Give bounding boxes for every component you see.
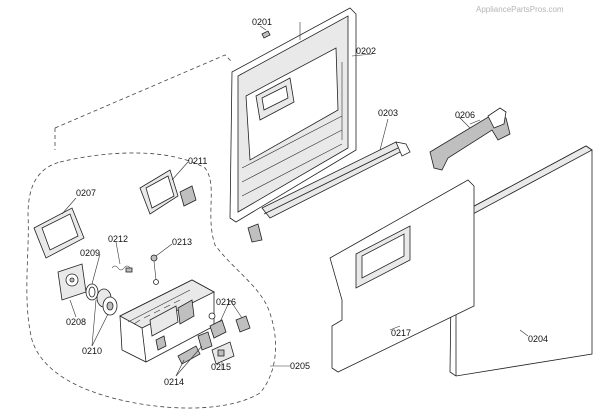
- label-0202: 0202: [356, 46, 376, 56]
- label-0216: 0216: [216, 297, 236, 307]
- label-0203: 0203: [378, 108, 398, 118]
- label-0211: 0211: [188, 156, 207, 166]
- part-0204-outer-door: [449, 145, 593, 377]
- label-0212: 0212: [108, 234, 128, 244]
- part-labels: 0201 0202 0203 0206 0211 0207 0212 0213 …: [66, 17, 548, 387]
- part-0207-seal-frame: [33, 207, 85, 259]
- watermark: AppliancePartsPros.com: [476, 5, 564, 14]
- part-0212-spring: [111, 265, 133, 273]
- part-0210-plug: [96, 288, 118, 316]
- part-0217-panel: [329, 179, 475, 373]
- label-0205: 0205: [290, 361, 310, 371]
- part-0213-pin: [150, 254, 159, 285]
- label-0213: 0213: [172, 237, 192, 247]
- part-0209-ring: [85, 283, 99, 301]
- part-0206-hinge-bracket: [429, 107, 511, 171]
- part-0208-cap: [57, 263, 87, 301]
- part-0216-contacts: [208, 312, 251, 339]
- part-0201-screw: [259, 25, 271, 39]
- label-0208: 0208: [66, 317, 86, 327]
- part-0205-dispenser-body: [119, 279, 215, 363]
- label-0210: 0210: [82, 346, 102, 356]
- label-0215: 0215: [211, 362, 231, 372]
- label-0204: 0204: [528, 334, 548, 344]
- part-0203-door-trim: [247, 118, 411, 243]
- assembly-0205-boundary: [26, 54, 276, 409]
- label-0209: 0209: [80, 248, 100, 258]
- part-0211-dispenser-lid: [139, 169, 197, 215]
- label-0214: 0214: [164, 377, 184, 387]
- part-0215-switch: [211, 341, 235, 365]
- label-0201: 0201: [252, 17, 272, 27]
- label-0207: 0207: [76, 188, 96, 198]
- part-0214-clips: [177, 331, 213, 365]
- label-0217: 0217: [391, 328, 411, 338]
- label-0206: 0206: [455, 110, 475, 120]
- leader-lines: [61, 53, 529, 377]
- part-0202-inner-door: [229, 7, 357, 223]
